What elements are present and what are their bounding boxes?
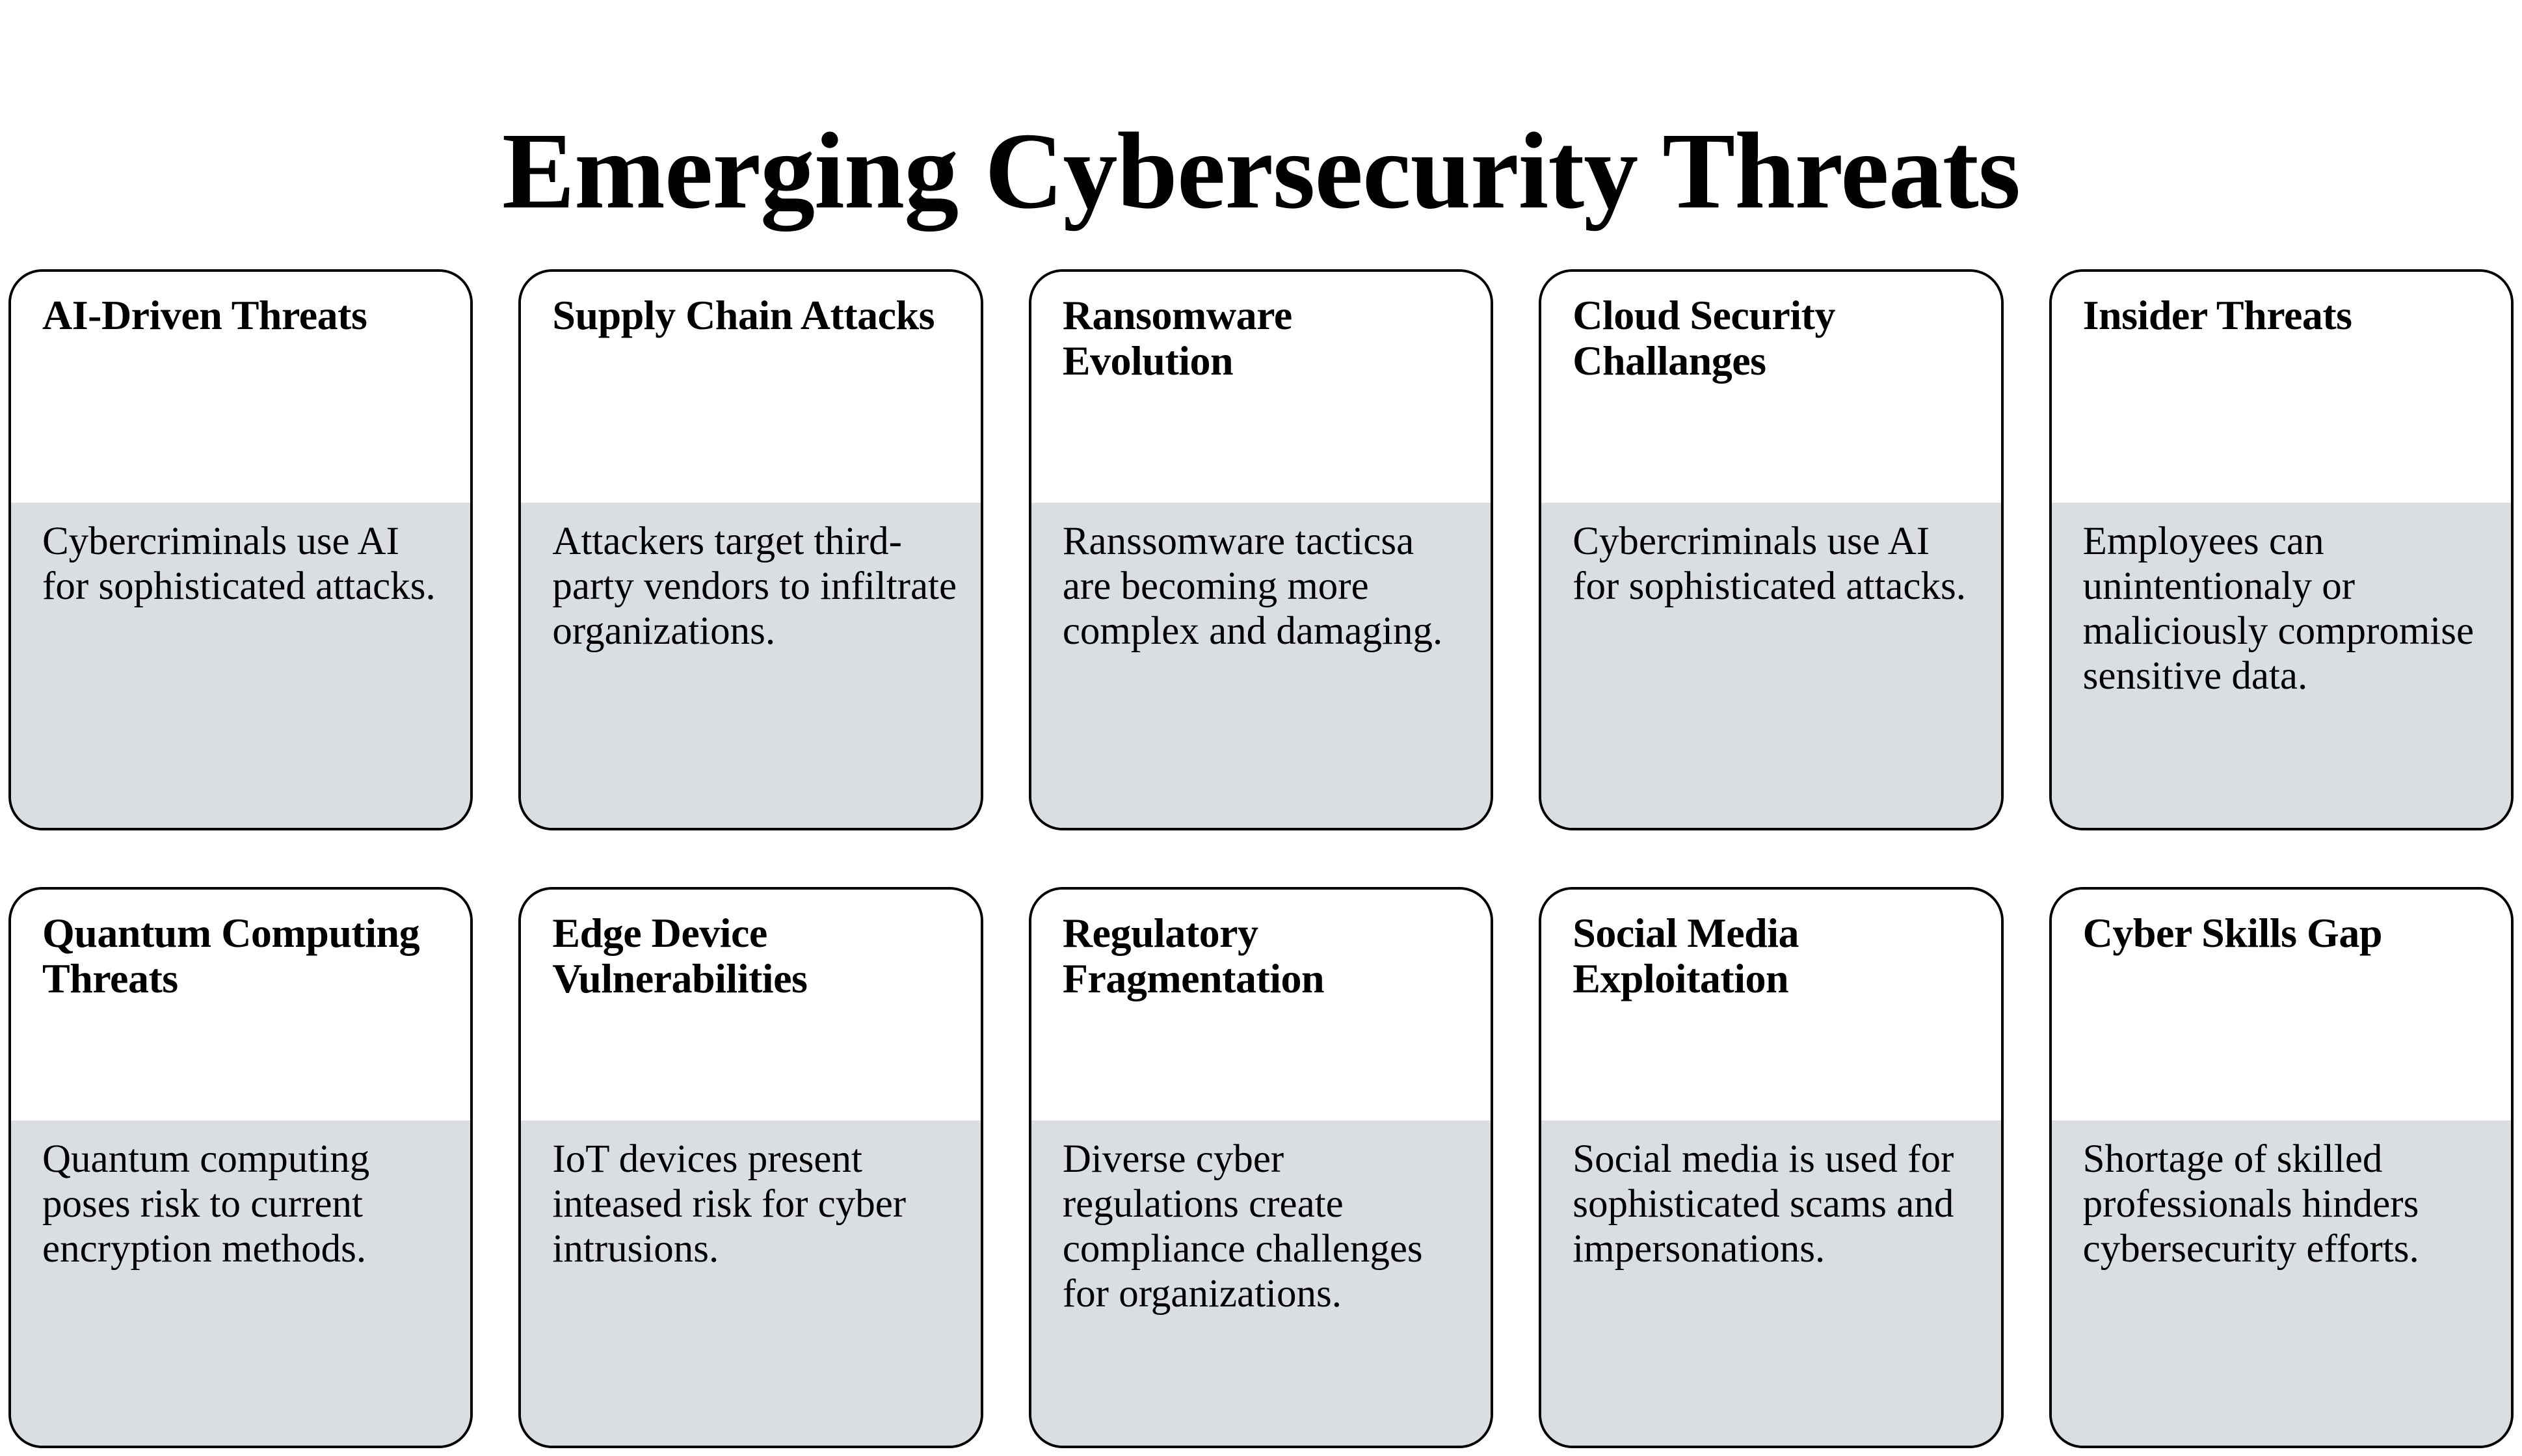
threat-card[interactable]: Supply Chain Attacks Attackers target th… bbox=[518, 269, 983, 830]
card-description: Quantum computing poses risk to current … bbox=[42, 1137, 370, 1271]
threat-card[interactable]: Cyber Skills Gap Shortage of skilled pro… bbox=[2049, 887, 2514, 1448]
card-header: AI-Driven Threats bbox=[11, 272, 471, 503]
card-body: Diverse cyber regulations create complia… bbox=[1031, 1120, 1491, 1446]
card-description: Diverse cyber regulations create complia… bbox=[1062, 1137, 1423, 1316]
card-body: IoT devices present inteased risk for cy… bbox=[521, 1120, 981, 1446]
card-title: Supply Chain Attacks bbox=[552, 292, 935, 338]
page-title: Emerging Cybersecurity Threats bbox=[501, 110, 2021, 232]
card-header: Cyber Skills Gap bbox=[2051, 890, 2512, 1120]
threat-card[interactable]: AI-Driven Threats Cybercriminals use AI … bbox=[8, 269, 473, 830]
card-header: Quantum Computing Threats bbox=[11, 890, 471, 1120]
card-body: Cybercriminals use AI for sophisticated … bbox=[11, 503, 471, 828]
card-body: Shortage of skilled professionals hinder… bbox=[2051, 1120, 2512, 1446]
card-description: Attackers target third-party vendors to … bbox=[552, 520, 957, 653]
card-description: Cybercriminals use AI for sophisticated … bbox=[1573, 520, 1966, 608]
card-description: Shortage of skilled professionals hinder… bbox=[2082, 1137, 2419, 1271]
card-row-2: Quantum Computing Threats Quantum comput… bbox=[8, 887, 2514, 1448]
card-header: Insider Threats bbox=[2051, 272, 2512, 503]
card-header: Supply Chain Attacks bbox=[521, 272, 981, 503]
threat-card[interactable]: Insider Threats Employees can unintentio… bbox=[2049, 269, 2514, 830]
card-header: Edge Device Vulnerabilities bbox=[521, 890, 981, 1120]
card-body: Employees can unintentionaly or maliciou… bbox=[2051, 503, 2512, 828]
threat-card[interactable]: Quantum Computing Threats Quantum comput… bbox=[8, 887, 473, 1448]
card-title: Edge Device Vulnerabilities bbox=[552, 910, 808, 1002]
card-header: Social Media Exploitation bbox=[1541, 890, 2001, 1120]
card-title: Cloud Security Challanges bbox=[1573, 292, 1835, 384]
card-description: Ranssomware tacticsa are becoming more c… bbox=[1062, 520, 1443, 653]
card-header: Ransomware Evolution bbox=[1031, 272, 1491, 503]
card-body: Attackers target third-party vendors to … bbox=[521, 503, 981, 828]
threat-card[interactable]: Cloud Security Challanges Cybercriminals… bbox=[1539, 269, 2004, 830]
card-body: Social media is used for sophisticated s… bbox=[1541, 1120, 2001, 1446]
card-body: Quantum computing poses risk to current … bbox=[11, 1120, 471, 1446]
card-description: Cybercriminals use AI for sophisticated … bbox=[42, 520, 436, 608]
card-header: Cloud Security Challanges bbox=[1541, 272, 2001, 503]
card-body: Cybercriminals use AI for sophisticated … bbox=[1541, 503, 2001, 828]
card-title: Social Media Exploitation bbox=[1573, 910, 1799, 1002]
card-title: Quantum Computing Threats bbox=[42, 910, 420, 1002]
card-description: IoT devices present inteased risk for cy… bbox=[552, 1137, 907, 1271]
threat-card[interactable]: Regulatory Fragmentation Diverse cyber r… bbox=[1028, 887, 1494, 1448]
threat-card-grid: AI-Driven Threats Cybercriminals use AI … bbox=[8, 269, 2514, 1448]
card-title: Insider Threats bbox=[2082, 292, 2352, 338]
card-title: Regulatory Fragmentation bbox=[1062, 910, 1325, 1002]
card-title: AI-Driven Threats bbox=[42, 292, 367, 338]
card-body: Ranssomware tacticsa are becoming more c… bbox=[1031, 503, 1491, 828]
card-row-1: AI-Driven Threats Cybercriminals use AI … bbox=[8, 269, 2514, 830]
card-description: Social media is used for sophisticated s… bbox=[1573, 1137, 1954, 1271]
threat-card[interactable]: Ransomware Evolution Ranssomware tactics… bbox=[1028, 269, 1494, 830]
card-description: Employees can unintentionaly or maliciou… bbox=[2082, 520, 2475, 698]
threat-card[interactable]: Edge Device Vulnerabilities IoT devices … bbox=[518, 887, 983, 1448]
threat-card[interactable]: Social Media Exploitation Social media i… bbox=[1539, 887, 2004, 1448]
card-header: Regulatory Fragmentation bbox=[1031, 890, 1491, 1120]
card-title: Ransomware Evolution bbox=[1062, 292, 1292, 384]
card-title: Cyber Skills Gap bbox=[2082, 910, 2383, 956]
